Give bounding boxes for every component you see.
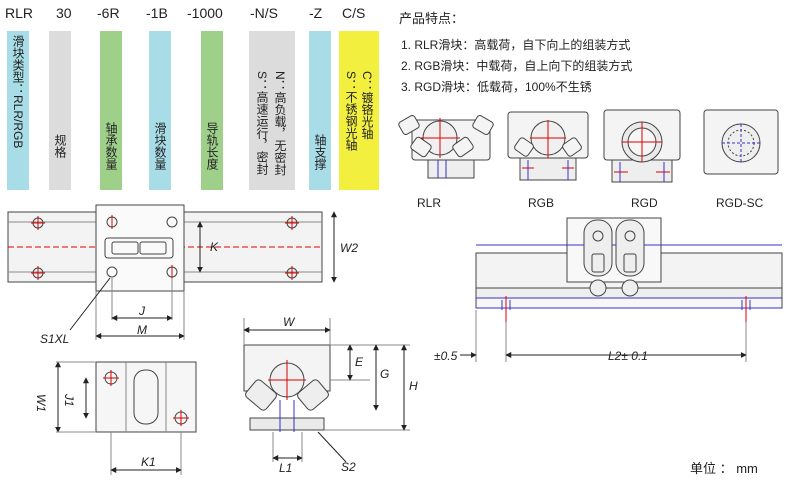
dim-j: J <box>138 304 146 318</box>
legend-shaft-s-text: S：不锈钢光轴 <box>344 71 358 152</box>
dim-k: K <box>210 240 219 254</box>
legend-shaft-c-text: C：镀铬光轴 <box>360 71 374 140</box>
legend-bar-bearing: 轴承数量 <box>100 31 122 190</box>
code-bearing: -6R <box>97 5 120 21</box>
dim-h: H <box>409 379 418 393</box>
unit-label: 单位 ： mm <box>690 461 758 476</box>
top-view-drawing <box>7 204 337 340</box>
model-rlr-drawing <box>398 115 494 179</box>
legend-slider-text: 滑块数量 <box>153 122 167 170</box>
legend-seal-n-text: N：高负载，无密封 <box>273 71 287 176</box>
dim-s1xl: S1XL <box>40 332 69 346</box>
dim-w2: W2 <box>340 241 358 255</box>
dim-l2: L2± 0.1 <box>608 349 648 363</box>
side-view-drawing <box>460 217 783 362</box>
model-label-rgd-sc: RGD-SC <box>716 196 764 210</box>
legend-bearing-text: 轴承数量 <box>104 122 118 170</box>
legend-seal-s-text: S：高速运行，密封 <box>255 71 269 176</box>
model-rgb-drawing <box>507 111 589 181</box>
model-label-rgd: RGD <box>631 196 658 210</box>
legend-support-text: 轴支撑 <box>313 134 327 170</box>
feature-item-1: 1. RLR滑块：高载荷，自下向上的组装方式 <box>401 38 631 52</box>
slider-plan-drawing <box>55 361 197 475</box>
code-type: RLR <box>5 5 34 21</box>
features-title: 产品特点： <box>399 11 465 26</box>
model-label-rlr: RLR <box>417 196 441 210</box>
code-shaft: C/S <box>342 5 366 21</box>
code-length: -1000 <box>187 5 223 21</box>
dim-j1: J1 <box>62 393 76 407</box>
dim-s2: S2 <box>341 460 356 474</box>
code-slider: -1B <box>146 5 168 21</box>
feature-item-3: 3. RGD滑块：低载荷，100%不生锈 <box>401 80 592 94</box>
model-rgd-sc-drawing <box>703 109 779 175</box>
dim-e: E <box>355 355 364 369</box>
code-spec: 30 <box>56 5 72 21</box>
legend-length-text: 导轨长度 <box>205 122 219 170</box>
slider-front-drawing <box>243 318 410 463</box>
code-support: -Z <box>309 5 323 21</box>
legend-type-text: 滑块类型：RLR/RGB <box>11 35 25 149</box>
dim-g: G <box>380 367 389 381</box>
dim-k1: K1 <box>141 455 156 469</box>
legend-spec-text: 规格 <box>53 134 67 158</box>
legend-bar-slider: 滑块数量 <box>149 31 171 190</box>
legend-bar-length: 导轨长度 <box>201 31 223 190</box>
model-rgd-drawing <box>603 109 681 183</box>
legend-bar-type: 滑块类型：RLR/RGB <box>7 31 29 190</box>
legend-bar-spec: 规格 <box>49 31 71 190</box>
dim-m: M <box>137 323 147 337</box>
legend-bar-seal: N：高负载，无密封 S：高速运行，密封 <box>249 31 295 190</box>
feature-item-2: 2. RGB滑块：中载荷，自上向下的组装方式 <box>401 59 633 73</box>
model-label-rgb: RGB <box>528 196 554 210</box>
legend-bar-shaft: C：镀铬光轴 S：不锈钢光轴 <box>339 31 379 190</box>
code-seal: -N/S <box>250 5 278 21</box>
dim-w: W <box>283 315 296 329</box>
dim-w1: W1 <box>34 394 48 412</box>
dim-l1: L1 <box>279 461 292 475</box>
legend-bar-support: 轴支撑 <box>309 31 331 190</box>
dim-tolerance: ±0.5 <box>434 349 458 363</box>
